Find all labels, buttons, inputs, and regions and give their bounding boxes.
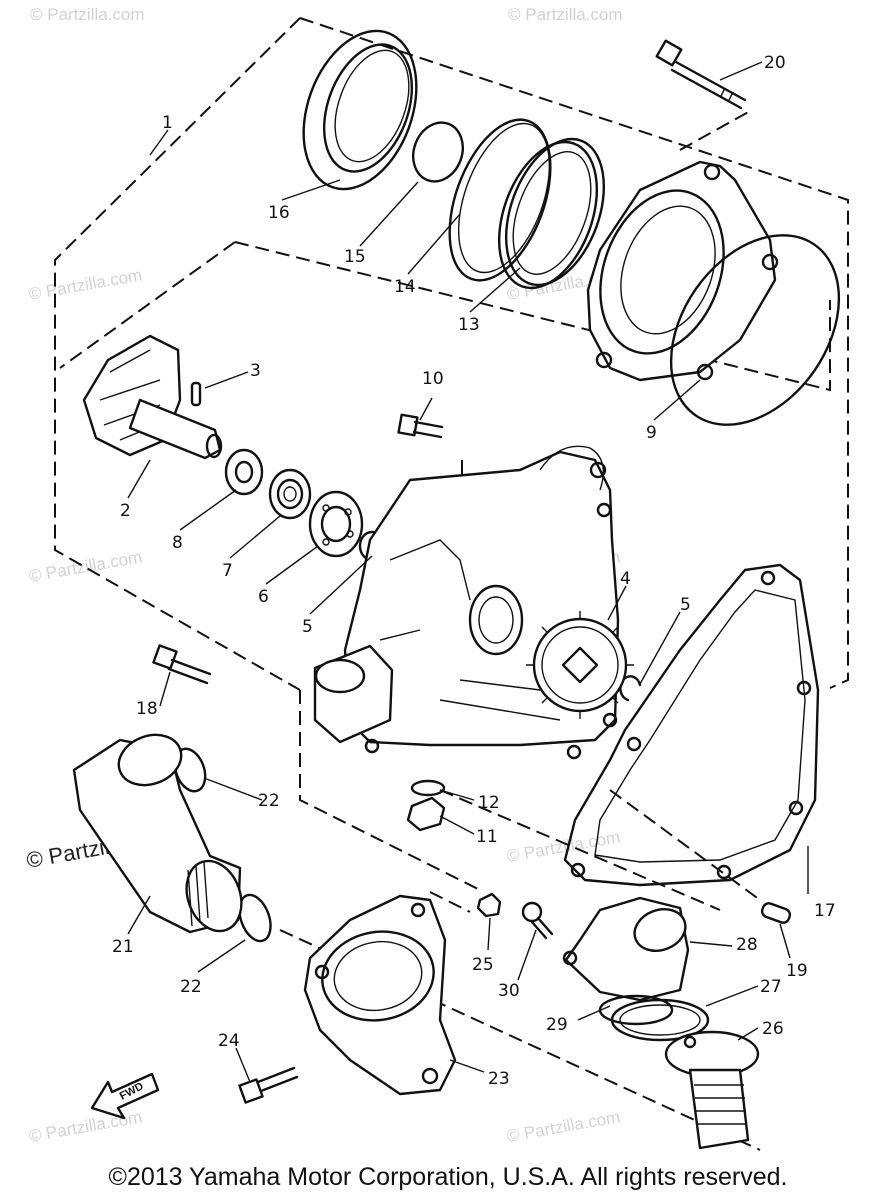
outer-group-outline [54,17,301,691]
callout-5: 5 [302,617,313,637]
callout-19: 19 [786,961,808,981]
callout-9: 9 [646,423,657,443]
callout-29: 29 [546,1015,568,1035]
callout-26: 26 [762,1019,784,1039]
callout-15: 15 [344,247,366,267]
part-7-bearing [268,468,312,520]
inner-group-outline [234,241,831,392]
part-4-gear [526,611,634,719]
part-9-o-ring [669,234,841,426]
bolt-guide-line [439,789,721,911]
callout-30: 30 [498,981,520,1001]
callout-18: 18 [136,699,158,719]
watermark: © Partzilla.com [27,1107,143,1146]
callout-3: 3 [250,361,261,381]
callout-14: 14 [394,277,416,297]
callout-2: 2 [120,501,131,521]
part-30-bolt [521,901,554,940]
part-18-bolt [152,644,212,685]
part-8-bearing [224,448,264,496]
leader-lines [127,61,809,1083]
part-23-thermostat-housing [303,894,457,1096]
pump-housing-cover [586,160,779,382]
part-6-bearing [308,490,364,558]
callout-12: 12 [478,793,500,813]
callout-13: 13 [458,315,480,335]
outer-group-outline [299,690,481,891]
part-15-o-ring [412,121,464,183]
part-2-impeller [82,334,223,460]
part-19-dowel [760,902,792,924]
watermark: © Partzilla.com [508,5,623,24]
part-3-pin [190,381,202,407]
part-27-o-ring [610,998,710,1042]
callout-27: 27 [760,977,782,997]
callout-25: 25 [472,955,494,975]
callout-22: 22 [180,977,202,997]
callout-10: 10 [422,369,444,389]
callout-28: 28 [736,935,758,955]
callout-23: 23 [488,1069,510,1089]
callout-7: 7 [222,561,233,581]
bolt-guide-line [429,891,471,913]
part-26-thermostat [664,1030,760,1150]
part-24-bolt [238,1066,299,1104]
callout-21: 21 [112,937,134,957]
watermark: © Partzilla.com [27,265,143,304]
callout-16: 16 [268,203,290,223]
part-25-nut [476,892,502,918]
copyright-notice: ©2013 Yamaha Motor Corporation, U.S.A. A… [108,1163,788,1191]
part-14-o-ring [448,118,552,282]
callout-24: 24 [218,1031,240,1051]
part-11-drain-plug [406,796,446,832]
callout-6: 6 [258,587,269,607]
watermark: © Partzilla.com [505,1107,621,1146]
part-12-washer [410,779,446,797]
callout-5: 5 [680,595,691,615]
part-21-pipe [72,733,243,934]
callout-8: 8 [172,533,183,553]
callout-20: 20 [764,53,786,73]
inner-group-outline [59,241,236,369]
part-16-oil-seal [302,29,418,191]
callouts: 1 2 3 4 5 5 6 7 8 9 10 11 12 13 14 15 16… [112,53,836,1089]
bolt-guide-line [679,109,753,151]
watermark: © Partzilla.com [30,5,145,24]
callout-1: 1 [162,113,173,133]
part-13-collar [497,137,606,290]
part-22-o-ring [238,893,272,943]
callout-11: 11 [476,827,498,847]
watermark: © Partzilla.com [27,547,143,586]
part-10-bolt [397,413,444,439]
callout-17: 17 [814,901,836,921]
part-17-gasket [563,563,820,887]
callout-22: 22 [258,791,280,811]
part-20-bolt [655,39,747,110]
fwd-arrow-icon: FWD [90,1072,160,1120]
callout-4: 4 [620,569,631,589]
part-28-outlet-cap [562,896,690,1002]
gasket-guide-line [609,789,761,901]
